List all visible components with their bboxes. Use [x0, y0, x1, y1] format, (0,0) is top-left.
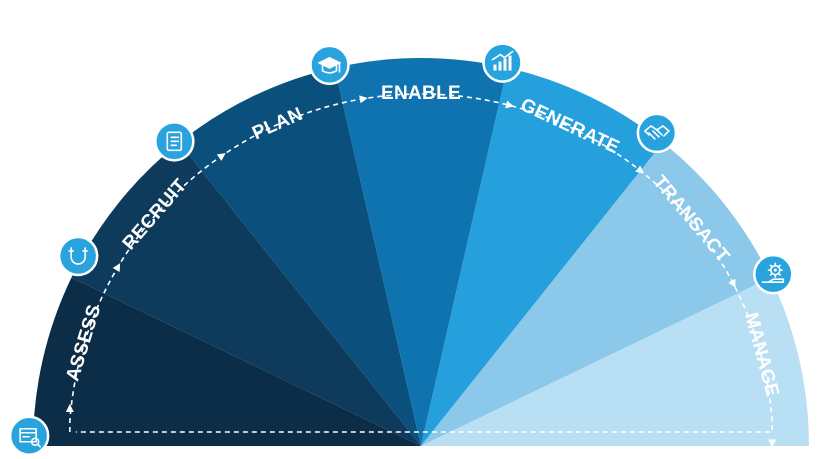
browser-search-icon — [19, 427, 41, 448]
gear-hand-icon — [761, 262, 785, 283]
badge-transact — [636, 112, 678, 154]
flow-arrowhead-end — [768, 439, 777, 448]
badge-generate — [482, 42, 523, 83]
flow-arrowheads — [65, 95, 777, 448]
flow-arrowhead-5 — [635, 165, 645, 174]
flow-arrowhead-2 — [216, 153, 226, 161]
badge-recruit — [57, 235, 99, 277]
flow-arrowhead-3 — [359, 95, 368, 104]
wedge-transact — [421, 142, 771, 446]
stage-icon-badges — [8, 42, 794, 456]
badge-plan — [154, 121, 195, 162]
wedge-plan — [179, 67, 421, 446]
flow-arrowhead-4 — [505, 100, 514, 109]
badge-assess — [8, 415, 50, 456]
label-enable: ENABLE — [381, 83, 461, 104]
badge-manage — [753, 253, 794, 295]
flow-arrowhead-6 — [728, 278, 736, 288]
wedge-recruit — [71, 142, 422, 446]
handshake-icon — [644, 125, 670, 140]
graduation-cap-icon — [317, 56, 342, 74]
wedge-enable — [334, 57, 508, 446]
flow-arrowhead-start — [65, 404, 74, 412]
wedge-manage — [421, 277, 809, 446]
notebook-icon — [166, 131, 183, 152]
wedge-generate — [421, 67, 663, 446]
flow-arrowhead-1 — [112, 263, 121, 272]
magnet-icon — [68, 247, 88, 265]
growth-chart-icon — [491, 50, 514, 71]
wedge-assess — [33, 277, 421, 446]
badge-enable — [309, 44, 350, 86]
fan-wedges — [33, 57, 809, 446]
